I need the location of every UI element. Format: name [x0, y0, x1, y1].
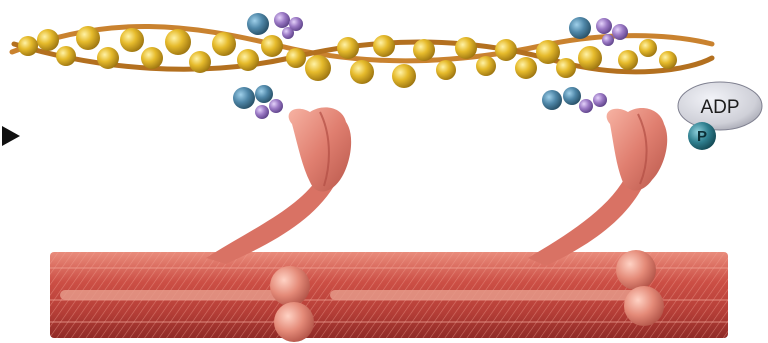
phosphate-label: P: [697, 128, 707, 145]
g-actin-bead: [639, 39, 657, 57]
troponin-subunit: [247, 13, 269, 35]
troponin-subunit: [274, 12, 290, 28]
g-actin-bead: [413, 39, 435, 61]
g-actin-bead: [556, 58, 576, 78]
g-actin-bead: [373, 35, 395, 57]
g-actin-bead: [476, 56, 496, 76]
troponin-subunit: [612, 24, 628, 40]
g-actin-bead: [237, 49, 259, 71]
g-actin-bead: [659, 51, 677, 69]
g-actin-bead: [189, 51, 211, 73]
troponin-subunit: [542, 90, 562, 110]
g-actin-bead: [578, 46, 602, 70]
troponin-subunit: [233, 87, 255, 109]
adp-phosphate-group: ADP P: [678, 82, 762, 150]
g-actin-bead: [261, 35, 283, 57]
g-actin-bead: [120, 28, 144, 52]
g-actin-bead: [495, 39, 517, 61]
g-actin-bead: [76, 26, 100, 50]
g-actin-bead: [286, 48, 306, 68]
troponin-subunit: [596, 18, 612, 34]
g-actin-bead: [18, 36, 38, 56]
troponin-complex: [542, 87, 607, 113]
troponin-subunit: [579, 99, 593, 113]
myosin-knob: [616, 250, 656, 290]
myosin-head-lobe: [289, 107, 352, 191]
troponin-subunit: [269, 99, 283, 113]
g-actin-bead: [337, 37, 359, 59]
g-actin-bead: [515, 57, 537, 79]
g-actin-bead: [141, 47, 163, 69]
arrow-indicator-icon: [2, 126, 20, 146]
troponin-subunit: [593, 93, 607, 107]
g-actin-bead: [436, 60, 456, 80]
g-actin-bead: [536, 40, 560, 64]
troponin-complex: [233, 85, 283, 119]
troponin-complex: [247, 12, 303, 39]
adp-label: ADP: [700, 97, 739, 118]
g-actin-bead: [305, 55, 331, 81]
myosin-knob: [270, 266, 310, 306]
myosin-knob: [624, 286, 664, 326]
thin-filament: [12, 12, 712, 119]
g-actin-bead: [392, 64, 416, 88]
g-actin-bead: [56, 46, 76, 66]
troponin-subunit: [255, 105, 269, 119]
troponin-subunit: [255, 85, 273, 103]
troponin-subunit: [282, 27, 294, 39]
myosin-head-lobe: [607, 108, 668, 191]
g-actin-bead: [618, 50, 638, 70]
troponin-subunit: [602, 34, 614, 46]
g-actin-bead: [350, 60, 374, 84]
g-actin-bead: [212, 32, 236, 56]
myosin-neck: [206, 178, 334, 264]
g-actin-bead: [97, 47, 119, 69]
g-actin-bead: [455, 37, 477, 59]
myosin-knob: [274, 302, 314, 342]
g-actin-bead: [165, 29, 191, 55]
troponin-subunit: [563, 87, 581, 105]
g-actin-bead: [37, 29, 59, 51]
troponin-subunit: [569, 17, 591, 39]
